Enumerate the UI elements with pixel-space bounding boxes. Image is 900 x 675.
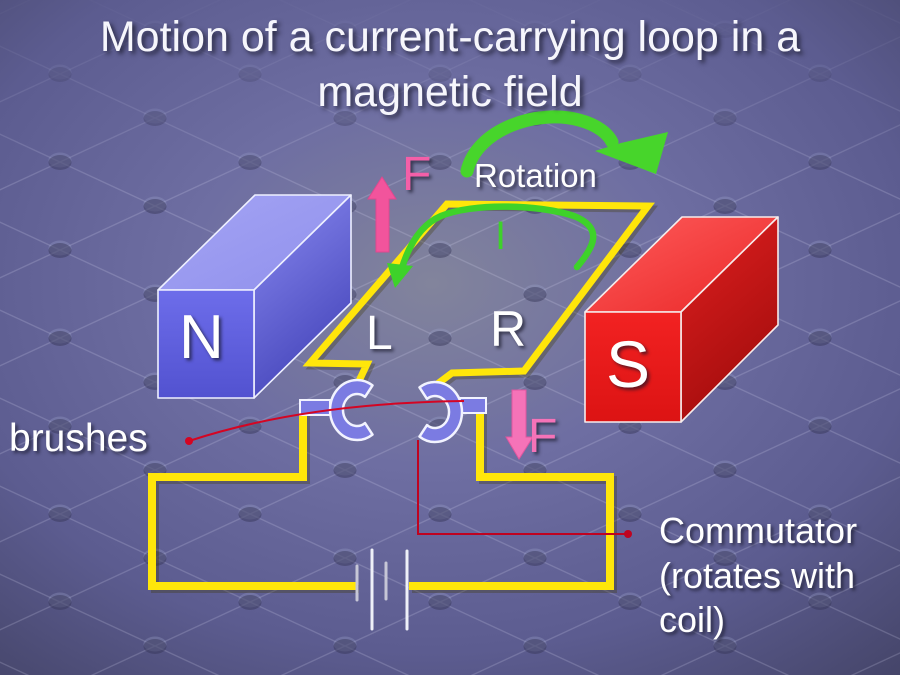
right-arm-label: R (490, 301, 527, 357)
south-pole-label: S (606, 327, 651, 401)
commutator-right-half (418, 380, 464, 444)
circuit-wire-left (148, 413, 356, 590)
north-pole-label: N (179, 303, 224, 372)
north-magnet (157, 194, 352, 399)
rotation-label: Rotation (474, 157, 597, 194)
current-label: I (495, 214, 507, 258)
page-title: Motion of a current-carrying loop in a m… (0, 10, 900, 120)
force-down-label: F (528, 410, 558, 463)
brushes-label: brushes (9, 417, 148, 460)
force-up-label: F (402, 148, 432, 201)
force-up-arrow-icon (367, 176, 397, 253)
battery (355, 548, 409, 631)
circuit-wire-right (409, 411, 614, 590)
wire-loop (302, 200, 655, 388)
current-arrow-icon (387, 203, 597, 288)
pointer-line-commutator (417, 440, 632, 538)
commutator-label: Commutator (rotates with coil) (659, 510, 858, 641)
left-arm-label: L (366, 307, 393, 360)
pointer-line-brushes (185, 400, 465, 445)
south-magnet (584, 216, 779, 423)
rotation-arrow-icon (460, 110, 668, 178)
commutator-left-half (328, 378, 374, 442)
slide-title-text: Motion of a current-carrying loop in a m… (99, 13, 801, 117)
force-down-arrow-icon (505, 389, 534, 460)
